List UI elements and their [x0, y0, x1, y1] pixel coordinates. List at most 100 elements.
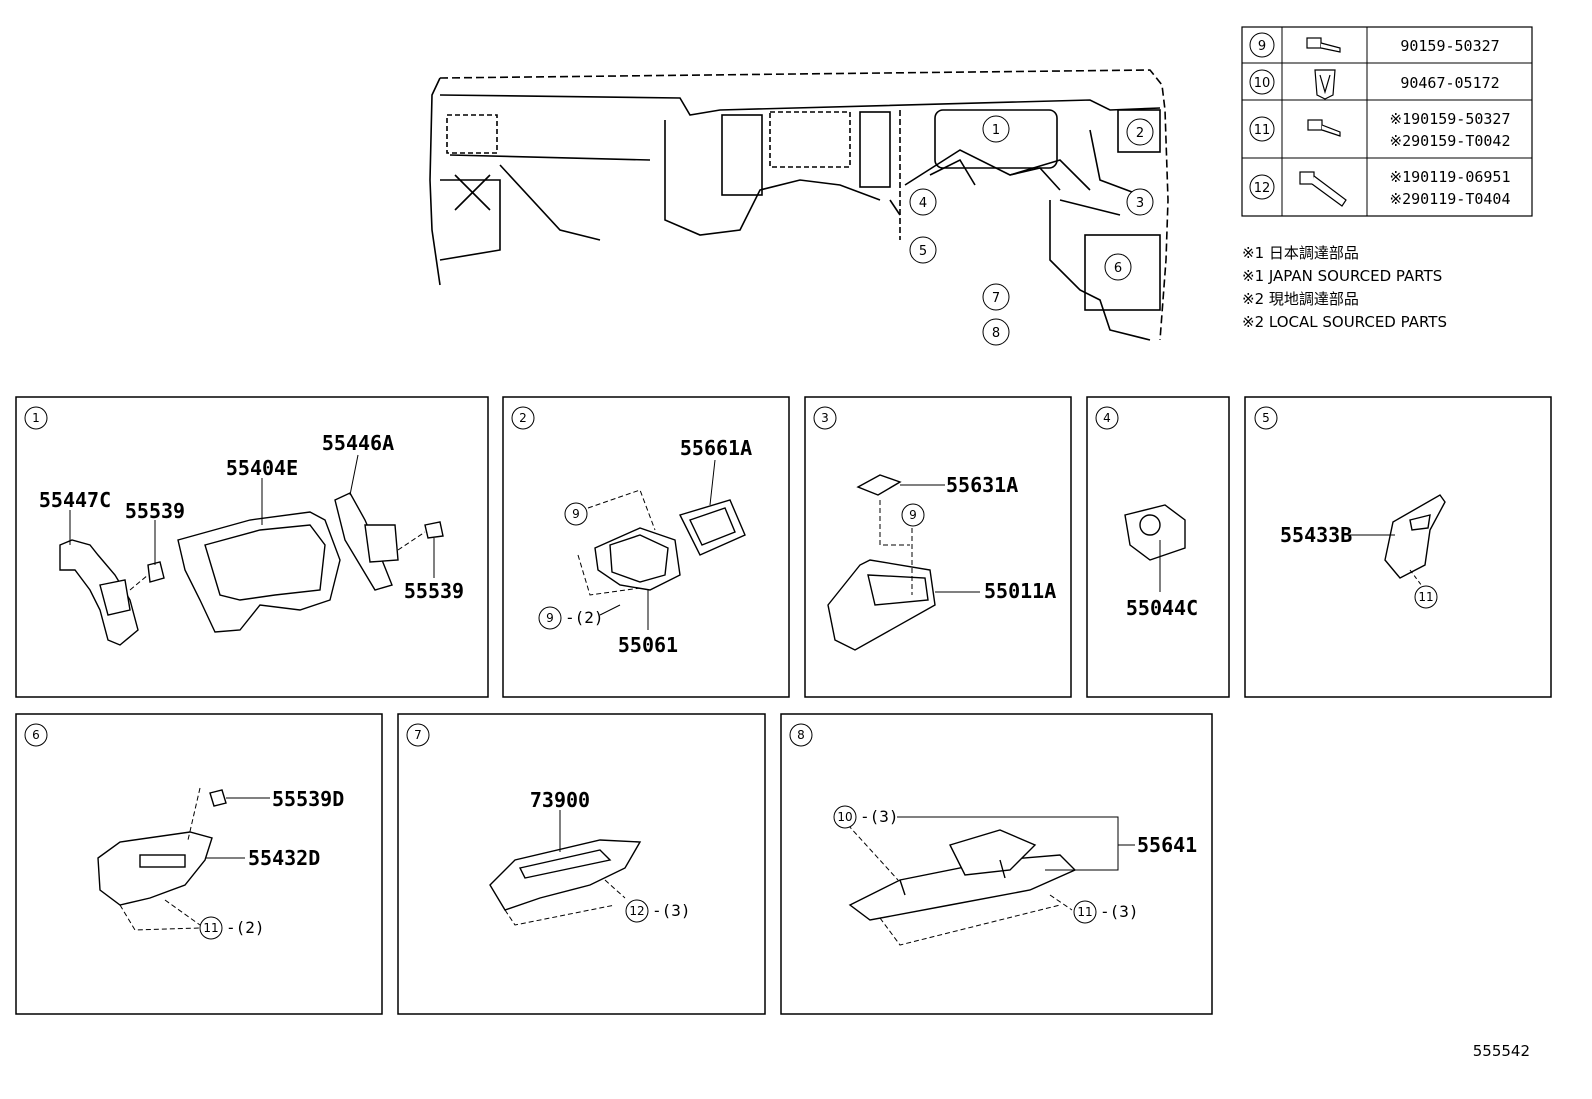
panel-badge-text: 2 [519, 411, 527, 425]
note-line: ※2 LOCAL SOURCED PARTS [1242, 313, 1447, 331]
ref-qty-10-3: -(3) [860, 807, 899, 826]
part-label-55447C[interactable]: 55447C [39, 488, 111, 512]
overview-callout-5[interactable]: 5 [909, 236, 937, 264]
fastener-ref-9-badge[interactable]: 9 [564, 502, 588, 526]
fastener-ref-11-badge-p8[interactable]: 11 [1073, 900, 1097, 924]
part-label-73900[interactable]: 73900 [530, 788, 590, 812]
fastener-ref-9-badge-p3[interactable]: 9 [901, 503, 925, 527]
panel-2-drawing [594, 499, 746, 591]
part-label-55641[interactable]: 55641 [1137, 833, 1197, 857]
part-label-55044C[interactable]: 55044C [1126, 596, 1198, 620]
panel-6-badge[interactable]: 6 [24, 723, 48, 747]
panel-4-badge[interactable]: 4 [1095, 406, 1119, 430]
ref-9-text: 9 [909, 508, 917, 522]
fastener-ref-11: 11 [1254, 123, 1271, 138]
overview-callout-2[interactable]: 2 [1126, 118, 1154, 146]
panel-badge-text: 1 [32, 411, 40, 425]
overview-callout-7[interactable]: 7 [982, 283, 1010, 311]
ref-qty-9-2: -(2) [565, 608, 604, 627]
part-label-55432D[interactable]: 55432D [248, 846, 320, 870]
ref-9-text: 9 [572, 507, 580, 521]
overview-callout-8[interactable]: 8 [982, 318, 1010, 346]
overview-callout-text: 3 [1136, 196, 1144, 211]
ref-11-text: 11 [1077, 905, 1092, 919]
fastener-table: 9 10 11 12 90159-50327 90467-05172 ※1901… [1241, 26, 1533, 217]
panel-6-frame [15, 713, 383, 1015]
fastener-ref-9: 9 [1258, 39, 1266, 54]
bolt-icon [1307, 119, 1341, 137]
panel-3-drawing [827, 474, 936, 651]
panel-3-frame [804, 396, 1072, 698]
panel-8-leaders [847, 816, 1135, 946]
panel-2-badge[interactable]: 2 [511, 406, 535, 430]
fastener-ref-11-badge-p5[interactable]: 11 [1414, 585, 1438, 609]
part-label-55061[interactable]: 55061 [618, 633, 678, 657]
panel-5-leaders [1350, 534, 1423, 587]
fastener-part-11a: ※190159-50327 [1390, 110, 1511, 128]
fastener-part-12a: ※190119-06951 [1390, 168, 1511, 186]
panel-3-leaders [879, 484, 980, 595]
panel-5-frame [1244, 396, 1552, 698]
fastener-ref-11-badge-p6[interactable]: 11 [199, 916, 223, 940]
part-label-55631A[interactable]: 55631A [946, 473, 1018, 497]
fastener-ref-9x2-badge[interactable]: 9 [538, 606, 562, 630]
panel-7-leaders [504, 810, 626, 926]
fastener-ref-10-badge-p8[interactable]: 10 [833, 805, 857, 829]
diagram-id: 555542 [1473, 1042, 1530, 1060]
overview-callout-text: 1 [992, 123, 1000, 138]
overview-callout-text: 7 [992, 291, 1000, 306]
bolt-icon [1306, 37, 1341, 53]
panel-badge-text: 4 [1103, 411, 1111, 425]
note-line: ※1 JAPAN SOURCED PARTS [1242, 267, 1442, 285]
fastener-ref-12-badge-p7[interactable]: 12 [625, 899, 649, 923]
panel-1-frame [15, 396, 489, 698]
part-label-55011A[interactable]: 55011A [984, 579, 1056, 603]
fastener-part-11b: ※290159-T0042 [1390, 132, 1511, 150]
panel-7-badge[interactable]: 7 [406, 723, 430, 747]
ref-qty-11-2: -(2) [226, 918, 265, 937]
part-label-55404E[interactable]: 55404E [226, 456, 298, 480]
overview-callout-text: 4 [919, 196, 927, 211]
panel-5-badge[interactable]: 5 [1254, 406, 1278, 430]
ref-10-text: 10 [837, 810, 852, 824]
panel-1-drawing [59, 492, 444, 646]
fastener-part-9: 90159-50327 [1400, 37, 1499, 55]
part-label-55446A[interactable]: 55446A [322, 431, 394, 455]
ref-11-text: 11 [203, 921, 218, 935]
ref-qty-11-3: -(3) [1100, 902, 1139, 921]
panel-badge-text: 5 [1262, 411, 1270, 425]
overview-callout-text: 5 [919, 244, 927, 259]
panel-8-badge[interactable]: 8 [789, 723, 813, 747]
overview-callout-1[interactable]: 1 [982, 115, 1010, 143]
overview-callout-group: 1 2 3 4 5 6 7 8 [909, 115, 1154, 346]
panel-3-badge[interactable]: 3 [813, 406, 837, 430]
overview-callout-text: 8 [992, 326, 1000, 341]
panel-6-leaders [119, 787, 270, 931]
part-label-55539[interactable]: 55539 [125, 499, 185, 523]
part-label-55661A[interactable]: 55661A [680, 436, 752, 460]
panel-7-frame [397, 713, 766, 1015]
part-label-55433B[interactable]: 55433B [1280, 523, 1352, 547]
ref-9-text: 9 [546, 611, 554, 625]
panel-8-frame [780, 713, 1213, 1015]
part-label-55539-right[interactable]: 55539 [404, 579, 464, 603]
overview-callout-6[interactable]: 6 [1104, 253, 1132, 281]
part-label-55539D[interactable]: 55539D [272, 787, 344, 811]
panel-1-badge[interactable]: 1 [24, 406, 48, 430]
fastener-ref-12: 12 [1254, 181, 1271, 196]
overview-callout-text: 2 [1136, 126, 1144, 141]
clip-icon [1314, 69, 1336, 100]
overview-callout-4[interactable]: 4 [909, 188, 937, 216]
panel-8-drawing [848, 829, 1077, 921]
panel-2-leaders [577, 459, 716, 630]
overview-callout-3[interactable]: 3 [1126, 188, 1154, 216]
panel-1-leaders [69, 454, 435, 591]
panel-4-frame [1086, 396, 1230, 698]
panel-5-drawing [1384, 494, 1446, 579]
screw-icon [1299, 171, 1347, 207]
ref-11-text: 11 [1418, 590, 1433, 604]
fastener-ref-10: 10 [1254, 76, 1271, 91]
note-line: ※2 現地調達部品 [1242, 290, 1359, 308]
fastener-part-10: 90467-05172 [1400, 74, 1499, 92]
